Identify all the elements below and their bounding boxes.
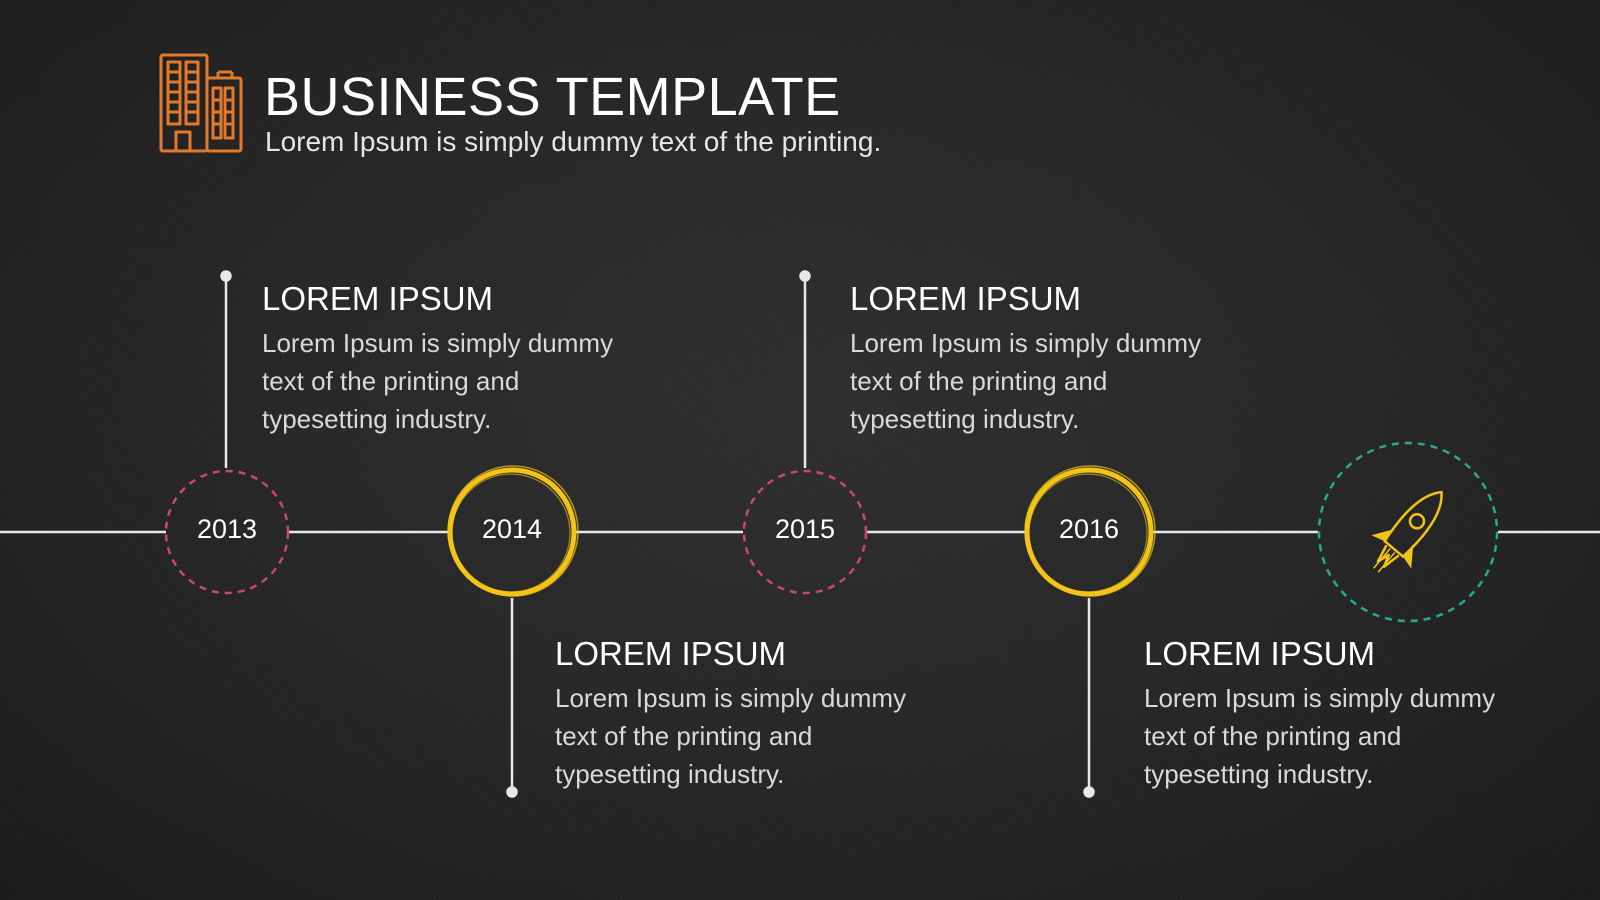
buildings-icon [159,53,243,153]
milestone-circle-2015 [742,469,868,595]
connector-dot-2013 [220,270,232,282]
rocket-icon [1371,490,1443,573]
page-subtitle: Lorem Ipsum is simply dummy text of the … [265,126,882,157]
milestone-body: Lorem Ipsum is simply dummy text of the … [1144,683,1496,789]
milestone-block-2015: LOREM IPSUM Lorem Ipsum is simply dummy … [850,280,1230,438]
milestone-block-2016: LOREM IPSUM Lorem Ipsum is simply dummy … [1144,635,1524,793]
connector-dot-2014 [506,786,518,798]
year-label-2013: 2013 [196,514,258,544]
milestone-circle-2013 [164,469,290,595]
milestone-body: Lorem Ipsum is simply dummy text of the … [555,683,907,789]
year-label-2016: 2016 [1058,514,1120,544]
milestone-heading: LOREM IPSUM [850,280,1082,317]
milestone-body: Lorem Ipsum is simply dummy text of the … [262,328,614,434]
connector-dot-2015 [799,270,811,282]
milestone-circle-2016 [1024,465,1156,597]
milestone-heading: LOREM IPSUM [1144,635,1376,672]
connector-dot-2016 [1083,786,1095,798]
milestone-block-2014: LOREM IPSUM Lorem Ipsum is simply dummy … [555,635,935,793]
year-label-2014: 2014 [481,514,543,544]
milestone-block-2013: LOREM IPSUM Lorem Ipsum is simply dummy … [262,280,642,438]
milestone-heading: LOREM IPSUM [262,280,494,317]
page-title: BUSINESS TEMPLATE [264,67,841,127]
milestone-circle-2014 [447,465,579,597]
year-label-2015: 2015 [774,514,836,544]
end-circle [1317,441,1499,623]
milestone-body: Lorem Ipsum is simply dummy text of the … [850,328,1202,434]
milestone-heading: LOREM IPSUM [555,635,787,672]
